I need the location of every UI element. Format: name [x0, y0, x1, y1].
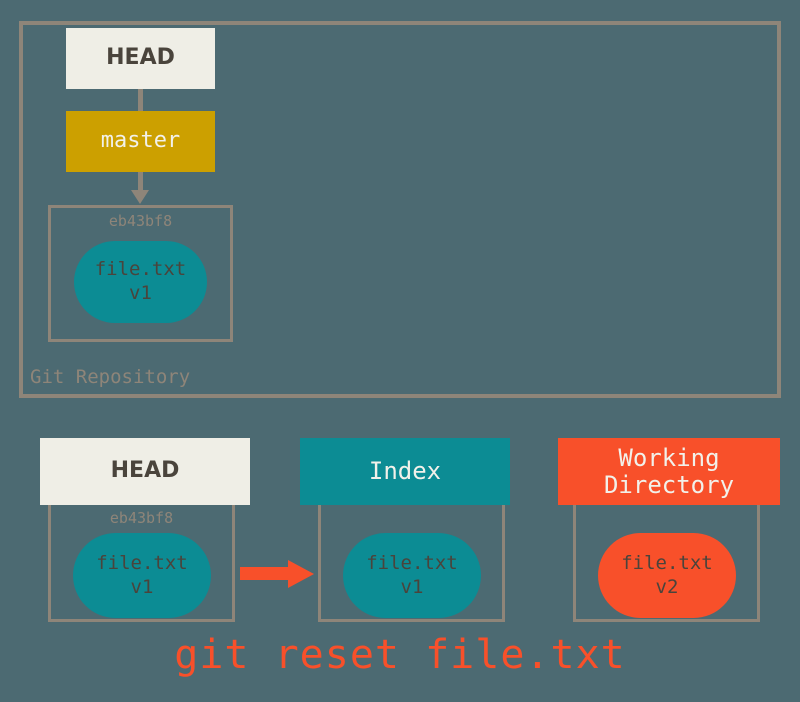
working-directory-header-line2: Directory [603, 470, 735, 499]
repo-commit-blob: file.txt v1 [74, 241, 207, 323]
master-to-commit-connector [138, 172, 143, 192]
repo-head-box: HEAD [66, 28, 215, 89]
master-to-commit-arrowhead [131, 190, 149, 204]
working-directory-area-header: Working Directory [558, 438, 780, 505]
head-area-box: eb43bf8 file.txt v1 [48, 468, 235, 622]
git-repository-frame [19, 21, 781, 398]
git-repository-label: Git Repository [30, 366, 191, 388]
command-caption: git reset file.txt [174, 632, 626, 678]
index-area-box: file.txt v1 [318, 468, 505, 622]
repo-branch-label: master [100, 128, 181, 154]
working-directory-area-blob: file.txt v2 [598, 533, 736, 618]
index-area-header: Index [300, 438, 510, 505]
index-area-file-version: v1 [400, 575, 424, 598]
head-area-sha: eb43bf8 [109, 509, 174, 527]
working-directory-header-line1: Working [618, 443, 720, 472]
head-area-blob: file.txt v1 [73, 533, 211, 618]
repo-commit-file-version: v1 [129, 282, 152, 304]
index-area-blob: file.txt v1 [343, 533, 481, 618]
head-to-master-connector [138, 89, 143, 111]
repo-commit-sha: eb43bf8 [108, 212, 173, 230]
reset-arrow-shaft [240, 567, 292, 580]
reset-arrow-head [288, 560, 314, 588]
repo-branch-box: master [66, 111, 215, 172]
working-directory-file-name: file.txt [621, 551, 713, 574]
working-directory-file-version: v2 [655, 575, 679, 598]
repo-head-label: HEAD [106, 45, 175, 71]
index-area-header-label: Index [368, 457, 442, 486]
head-area-file-version: v1 [130, 575, 154, 598]
head-area-file-name: file.txt [96, 551, 188, 574]
index-area-file-name: file.txt [366, 551, 458, 574]
head-area-header-label: HEAD [110, 458, 180, 484]
repo-commit-file-name: file.txt [94, 258, 187, 281]
repo-commit-box: eb43bf8 file.txt v1 [48, 205, 233, 342]
working-directory-area-box: file.txt v2 [573, 468, 760, 622]
head-area-header: HEAD [40, 438, 250, 505]
